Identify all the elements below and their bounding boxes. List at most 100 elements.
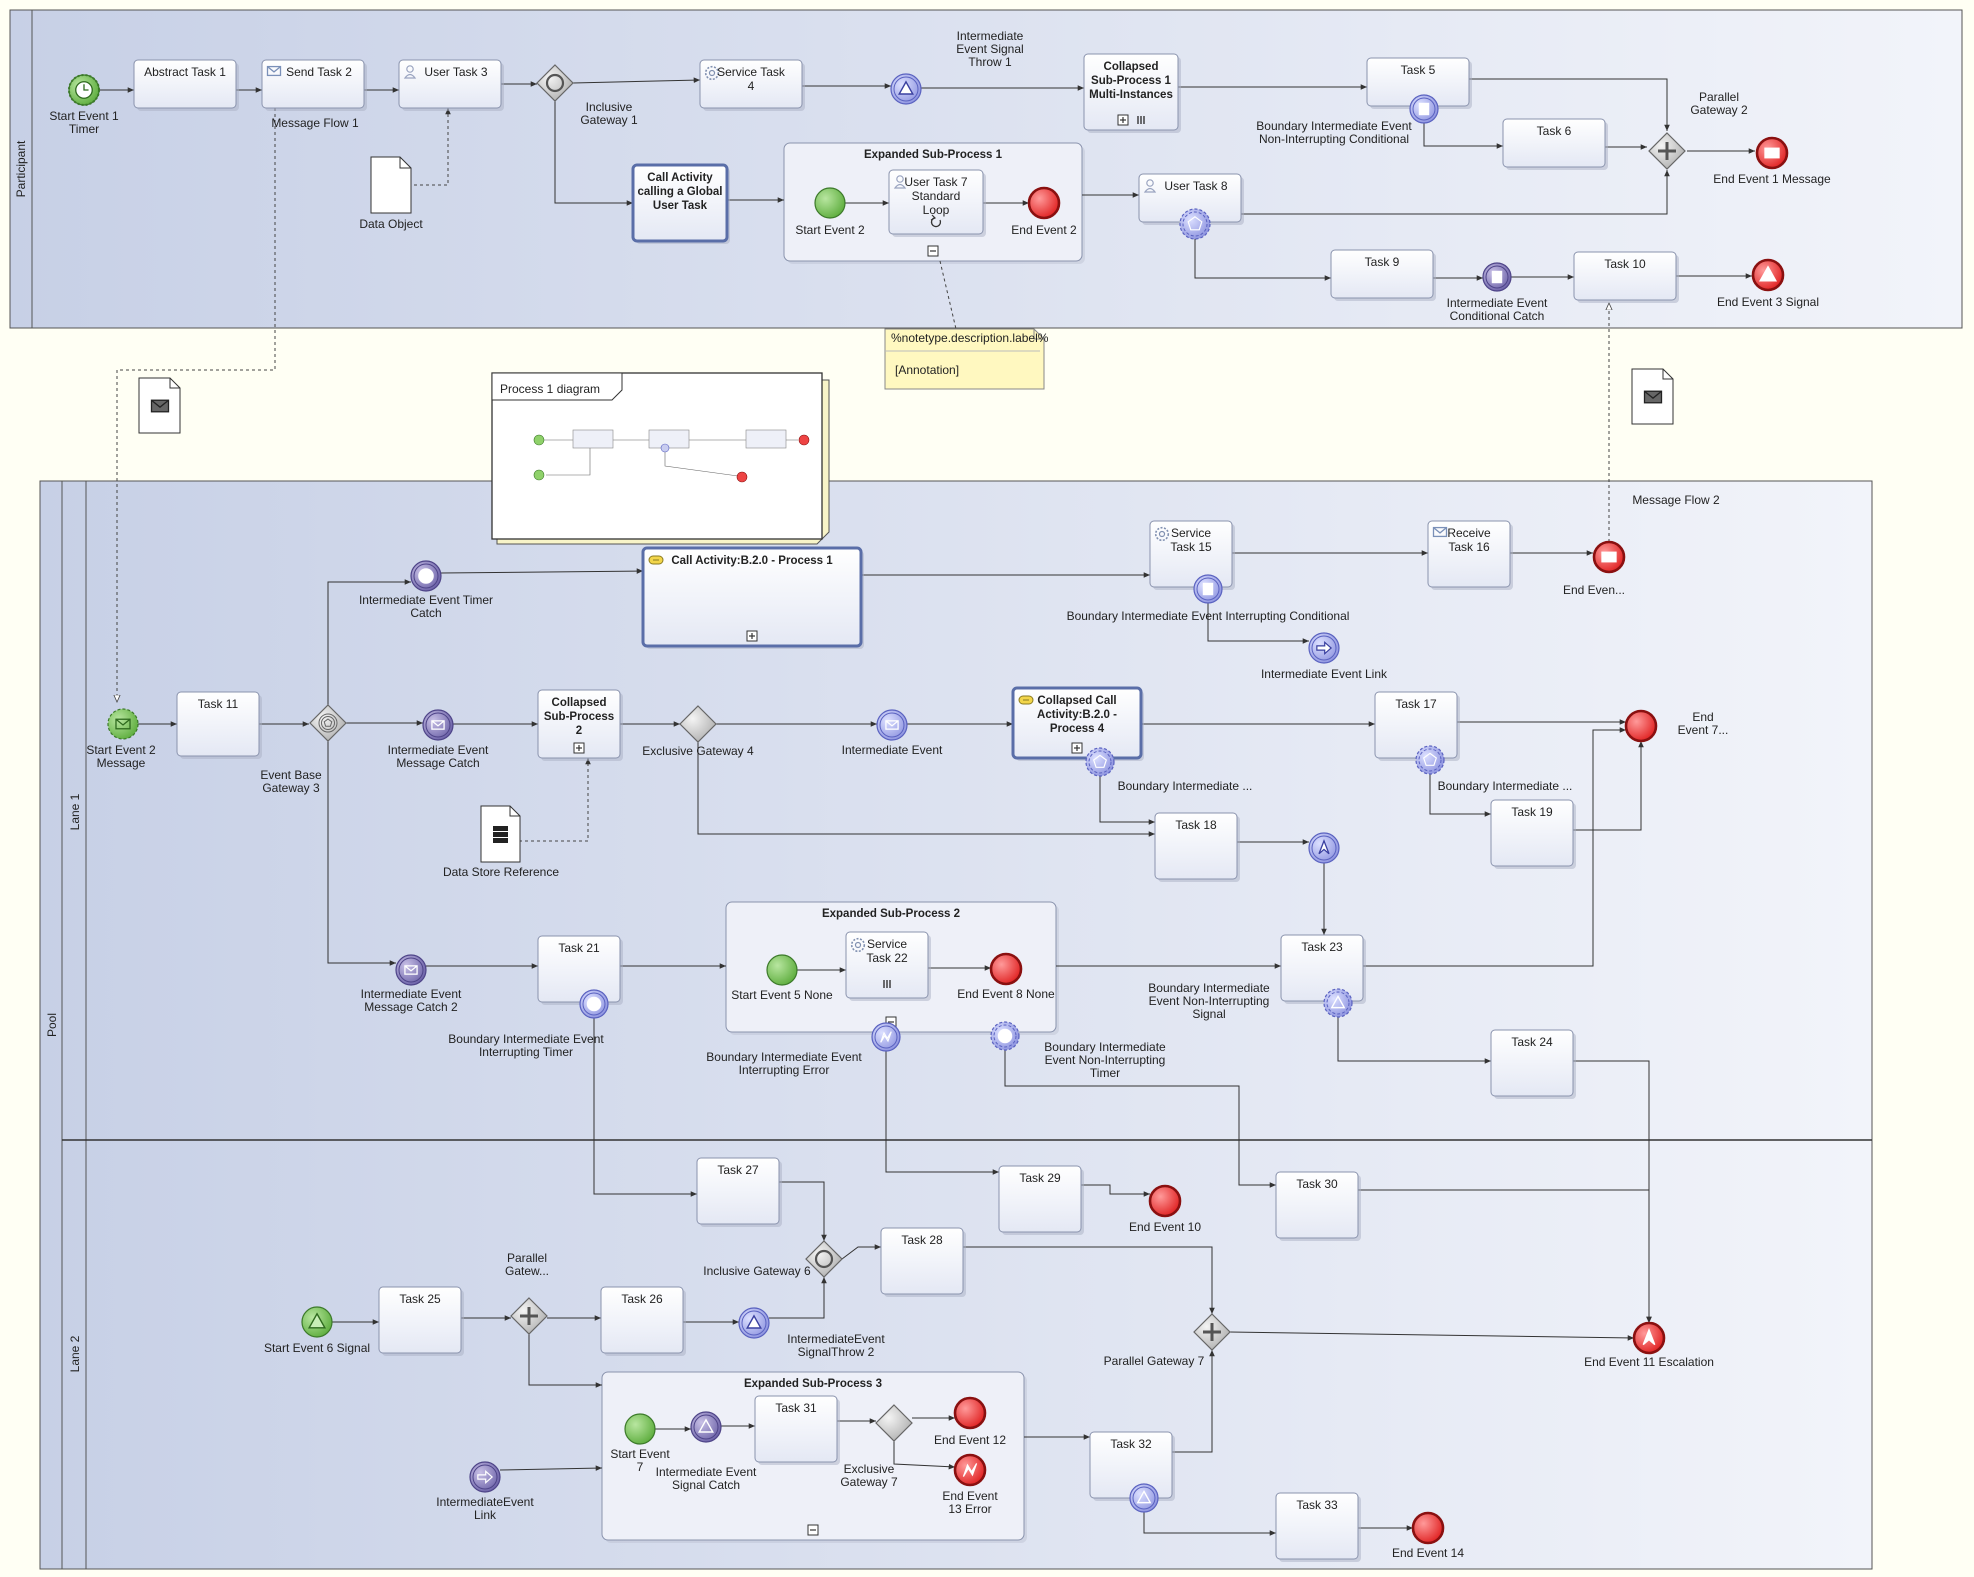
event-bnd5[interactable] [1409, 94, 1439, 124]
sequence-flow[interactable] [1358, 1189, 1652, 1323]
sequence-flow[interactable] [1241, 170, 1670, 215]
data-store-reference[interactable] [480, 805, 521, 863]
sequence-flow[interactable] [327, 579, 411, 705]
collapse-marker-icon[interactable] [807, 1524, 819, 1536]
data-association[interactable] [414, 108, 451, 186]
collapse-marker-icon[interactable] [927, 245, 939, 257]
event-bnd17[interactable] [1415, 745, 1445, 775]
sequence-flow[interactable] [769, 1277, 827, 1319]
event-intEvent[interactable] [876, 709, 908, 741]
event-msgcatch[interactable] [422, 709, 454, 741]
event-bndTim[interactable] [990, 1021, 1020, 1051]
task-30[interactable]: Task 30 [1275, 1171, 1361, 1241]
task-26[interactable]: Task 26 [600, 1286, 686, 1356]
sequence-flow[interactable] [554, 101, 633, 206]
event-bnd8[interactable] [1179, 208, 1211, 240]
event-start7[interactable] [624, 1413, 656, 1445]
sequence-flow[interactable] [1207, 603, 1309, 644]
event-sig1[interactable] [890, 73, 922, 105]
gateway-par2[interactable] [1648, 132, 1686, 170]
event-timer[interactable] [410, 560, 442, 592]
sequence-flow[interactable] [1337, 1017, 1491, 1064]
sequence-flow[interactable] [1573, 741, 1644, 831]
sequence-flow[interactable] [779, 1181, 827, 1241]
sequence-flow[interactable] [1229, 1331, 1635, 1341]
sequence-flow[interactable] [327, 741, 396, 966]
data-object[interactable] [370, 156, 412, 214]
sequence-flow[interactable] [499, 1465, 603, 1471]
task-9[interactable]: Task 9 [1330, 249, 1436, 301]
expand-marker-icon[interactable] [746, 630, 758, 642]
event-end3[interactable] [1751, 258, 1785, 292]
sequence-flow[interactable] [593, 1018, 697, 1197]
gateway-par7[interactable] [1193, 1313, 1231, 1351]
task-32[interactable]: Task 32 [1089, 1431, 1175, 1501]
event-bnd15[interactable] [1193, 574, 1223, 604]
event-esc[interactable] [1308, 832, 1340, 864]
event-end7[interactable] [1624, 709, 1658, 743]
expand-marker-icon[interactable] [573, 742, 585, 754]
event-bnd21[interactable] [579, 989, 609, 1019]
sequence-flow[interactable] [572, 77, 701, 84]
sequence-flow[interactable] [1099, 776, 1155, 825]
task-33[interactable]: Task 33 [1275, 1492, 1361, 1562]
task-10[interactable]: Task 10 [1573, 251, 1679, 303]
sequence-flow[interactable] [1469, 78, 1670, 131]
event-endTop[interactable] [1592, 540, 1626, 574]
gateway-inc6[interactable] [805, 1240, 843, 1278]
gateway-eb3[interactable] [309, 704, 347, 742]
sequence-flow[interactable] [1429, 774, 1491, 817]
sequence-flow[interactable] [1172, 1350, 1215, 1453]
event-link[interactable] [1308, 632, 1340, 664]
event-end2sp[interactable] [1027, 186, 1061, 220]
sequence-flow[interactable] [963, 1246, 1215, 1314]
event-msgcatch2[interactable] [395, 954, 427, 986]
event-start1[interactable] [68, 74, 100, 106]
event-sigCatch[interactable] [690, 1411, 722, 1443]
gateway-ex4[interactable] [679, 705, 717, 743]
text-annotation[interactable]: %notetype.description.label%[Annotation] [884, 328, 1049, 390]
sequence-flow[interactable] [1363, 727, 1626, 967]
event-start6[interactable] [301, 1306, 333, 1338]
event-end1[interactable] [1755, 136, 1789, 170]
task-callB1[interactable]: Call Activity:B.2.0 - Process 1 [641, 546, 864, 649]
event-start2sp[interactable] [814, 187, 846, 219]
sequence-flow[interactable] [885, 1051, 999, 1175]
gateway-parL2[interactable] [510, 1297, 548, 1335]
task-11[interactable]: Task 11 [176, 691, 262, 759]
task-21[interactable]: Task 21 [537, 935, 623, 1005]
expand-marker-icon[interactable] [1071, 742, 1083, 754]
event-end10[interactable] [1148, 1184, 1182, 1218]
sequence-flow[interactable] [1423, 123, 1503, 149]
event-cond[interactable] [1482, 262, 1512, 292]
event-sigThrow2[interactable] [738, 1307, 770, 1339]
gateway-inc1[interactable] [536, 64, 574, 102]
sequence-flow[interactable] [528, 1334, 602, 1388]
task-23[interactable]: Task 23 [1280, 934, 1366, 1004]
task-31[interactable]: Task 31 [754, 1395, 840, 1465]
sequence-flow[interactable] [841, 1244, 881, 1260]
data-association[interactable] [519, 758, 591, 842]
sequence-flow[interactable] [1194, 239, 1331, 281]
event-bndB4[interactable] [1085, 747, 1115, 777]
task-27[interactable]: Task 27 [696, 1157, 782, 1227]
task-28[interactable]: Task 28 [880, 1227, 966, 1297]
sequence-flow[interactable] [1081, 1184, 1150, 1197]
task-send2[interactable]: Send Task 2 [261, 59, 367, 111]
event-linkCatch[interactable] [469, 1461, 501, 1493]
task-29[interactable]: Task 29 [998, 1165, 1084, 1235]
task-6[interactable]: Task 6 [1502, 118, 1608, 170]
task-24[interactable]: Task 24 [1490, 1029, 1576, 1099]
task-user8[interactable]: User Task 8 [1138, 173, 1244, 225]
event-end8[interactable] [989, 952, 1023, 986]
task-user3[interactable]: User Task 3 [398, 59, 504, 111]
gateway-ex7[interactable] [875, 1404, 913, 1442]
